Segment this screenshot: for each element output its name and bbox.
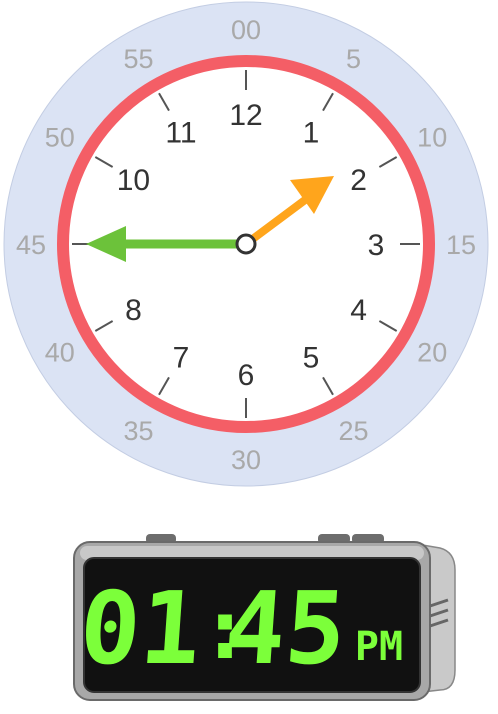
minute-label: 10 [417,123,447,153]
minute-label: 00 [231,15,261,45]
minute-label: 35 [123,416,153,446]
hour-hand [242,176,334,248]
hour-label: 7 [173,342,190,375]
hour-label: 1 [303,116,320,149]
hour-label: 11 [165,116,196,149]
hour-tick [158,92,170,112]
hour-tick [378,320,398,332]
minute-label: 50 [45,123,75,153]
hour-ticks [72,70,420,418]
hour-label: 3 [368,229,385,262]
digital-clock: 01 : 45 PM [73,534,456,701]
digital-period: PM [355,624,403,670]
minute-label: 5 [346,44,361,74]
hour-tick [378,156,398,168]
hour-tick [94,156,114,168]
hour-label: 2 [350,164,367,197]
digital-case-highlight [80,546,424,560]
hour-tick [322,376,334,396]
hour-label: 8 [125,294,142,327]
digital-grille [429,598,449,628]
minute-label: 55 [123,44,153,74]
center-pin [235,233,257,255]
minute-label: 40 [45,338,75,368]
minute-hand [86,226,251,262]
hour-label: 5 [303,342,320,375]
hour-label: 6 [238,359,255,392]
hour-label: 4 [350,294,367,327]
hour-tick [94,320,114,332]
digital-screen [83,557,421,693]
digital-minutes: 45 [221,570,350,687]
hour-tick [322,92,334,112]
digital-hours: 01 [76,570,205,687]
minute-label: 45 [16,230,46,260]
minute-label: 15 [446,230,476,260]
minute-label: 25 [338,416,368,446]
minute-label: 30 [231,445,261,475]
hour-label: 10 [117,164,150,197]
hour-label: 12 [229,99,262,132]
hour-tick [158,376,170,396]
minute-label: 20 [417,338,447,368]
digital-separator: : [200,580,251,678]
